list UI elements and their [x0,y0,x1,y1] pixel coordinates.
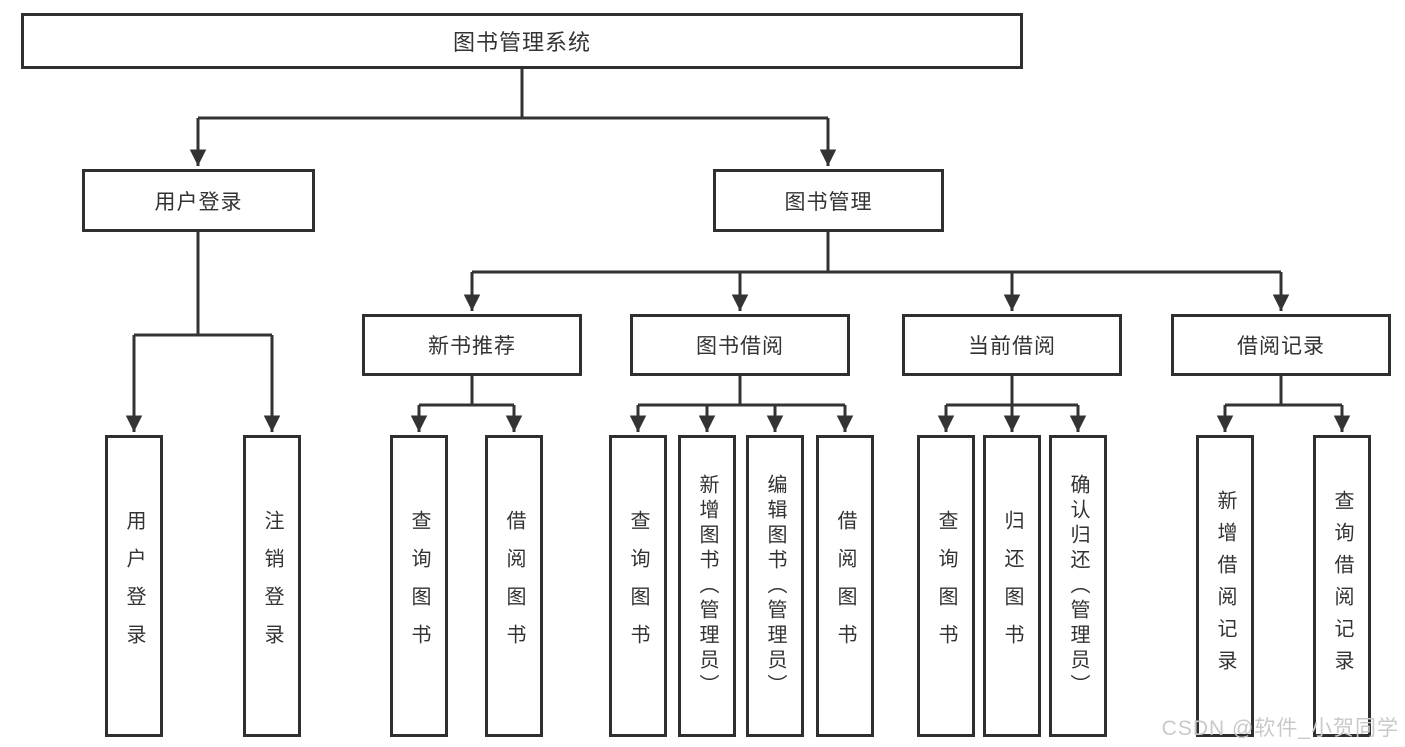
leaf-user-login: 用户登录 [105,435,163,737]
csdn-watermark: CSDN @软件_小贺同学 [1161,717,1399,740]
leaf-return-books: 归还图书 [983,435,1041,737]
leaf-query-books-recommend: 查询图书 [390,435,448,737]
node-book-management-system: 图书管理系统 [21,13,1023,69]
leaf-query-books-current: 查询图书 [917,435,975,737]
leaf-query-borrow-record: 查询借阅记录 [1313,435,1371,737]
leaf-borrow-books-recommend: 借阅图书 [485,435,543,737]
leaf-add-books-admin: 新增图书（管理员） [678,435,736,737]
node-user-login-branch: 用户登录 [82,169,315,232]
leaf-query-books-borrowing: 查询图书 [609,435,667,737]
leaf-add-borrow-record: 新增借阅记录 [1196,435,1254,737]
node-current-borrowing: 当前借阅 [902,314,1122,376]
node-book-borrowing: 图书借阅 [630,314,850,376]
leaf-logout: 注销登录 [243,435,301,737]
leaf-confirm-return-admin: 确认归还（管理员） [1049,435,1107,737]
node-new-book-recommendation: 新书推荐 [362,314,582,376]
node-book-management-branch: 图书管理 [713,169,944,232]
node-borrowing-records: 借阅记录 [1171,314,1391,376]
leaf-edit-books-admin: 编辑图书（管理员） [746,435,804,737]
leaf-borrow-books-borrowing: 借阅图书 [816,435,874,737]
